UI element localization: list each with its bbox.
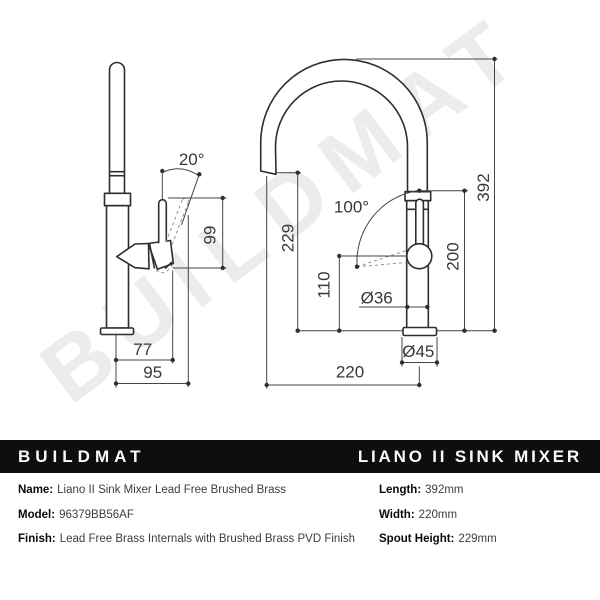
side-cartridge-notch	[164, 261, 173, 270]
spec-label: Finish:	[18, 533, 56, 546]
side-spout-nozzle	[115, 242, 150, 270]
dim-label-swivel-angle: 100°	[334, 198, 369, 217]
spec-value: 392mm	[425, 484, 464, 496]
front-view-faucet	[259, 58, 438, 337]
spec-label: Name:	[18, 484, 54, 496]
dim-label-handle-reach: 95	[143, 363, 162, 382]
title-banner: BUILDMAT LIANO II SINK MIXER	[0, 440, 600, 473]
dim-body-height: 200	[417, 188, 468, 333]
dim-base-diameter: Ø45	[399, 337, 440, 367]
dim-base-widths: 77 95	[113, 215, 191, 388]
spec-row-finish: Finish:Lead Free Brass Internals with Br…	[18, 527, 355, 552]
spec-label: Length:	[379, 484, 422, 496]
side-view-faucet	[99, 61, 189, 336]
spec-value: 229mm	[458, 533, 497, 546]
dim-handle-angle: 20°	[160, 150, 205, 226]
side-cartridge-line	[148, 243, 156, 269]
brand-name: BUILDMAT	[18, 446, 146, 466]
dim-label-spout-height: 229	[279, 224, 298, 252]
dim-body-diameter: Ø36	[359, 289, 430, 310]
dim-spout-reach: 220	[264, 176, 422, 389]
dim-label-aerator-height: 110	[315, 271, 334, 298]
spec-row-model: Model:96379BB56AF	[18, 503, 355, 528]
dim-swivel-angle: 100°	[334, 190, 419, 269]
spec-label: Spout Height:	[379, 533, 455, 546]
spec-label: Width:	[379, 508, 415, 521]
dim-label-handle-height: 99	[201, 226, 220, 245]
spec-value: 96379BB56AF	[59, 508, 134, 521]
spec-row-width: Width:220mm	[379, 503, 497, 528]
front-view-dimensions: 100° 229 110 Ø	[264, 56, 498, 389]
side-handle-lever	[157, 198, 168, 244]
spec-row-length: Length:392mm	[379, 478, 497, 503]
technical-drawing: 20° 99 77	[99, 56, 498, 389]
dim-label-total-height: 392	[474, 173, 493, 201]
dim-label-body-height: 200	[444, 242, 463, 270]
dim-label-body-offset: 77	[133, 340, 152, 359]
dim-label-body-diameter: Ø36	[361, 289, 393, 308]
dim-aerator-height: 110	[315, 253, 407, 333]
dim-spout-height: 229	[276, 170, 301, 333]
front-ball-joint	[405, 242, 433, 270]
spec-label: Model:	[18, 508, 56, 521]
side-lever-tilted-dashed	[155, 197, 189, 274]
dim-total-height: 392	[356, 56, 498, 333]
spec-list-right: Length:392mm Width:220mm Spout Height:22…	[379, 478, 497, 552]
side-body	[105, 204, 130, 329]
spec-value: Lead Free Brass Internals with Brushed B…	[59, 533, 355, 546]
front-base-flange	[402, 326, 438, 337]
dim-label-handle-angle: 20°	[179, 150, 205, 169]
spec-row-spout-height: Spout Height:229mm	[379, 527, 497, 552]
spec-list-left: Name:Liano II Sink Mixer Lead Free Brush…	[18, 478, 355, 552]
front-handle-lever	[415, 198, 425, 246]
dim-label-base-diameter: Ø45	[402, 342, 434, 361]
spec-value: 220mm	[418, 508, 458, 521]
spec-row-name: Name:Liano II Sink Mixer Lead Free Brush…	[18, 478, 355, 503]
dim-handle-height: 99	[168, 195, 227, 271]
side-collar	[103, 192, 132, 207]
front-gooseneck-spout	[259, 58, 429, 193]
product-name: LIANO II SINK MIXER	[357, 446, 582, 466]
side-base-flange	[99, 327, 135, 336]
spec-value: Liano II Sink Mixer Lead Free Brushed Br…	[57, 484, 286, 496]
dim-label-spout-reach: 220	[336, 363, 364, 382]
side-spout-tube	[108, 61, 126, 194]
side-view-dimensions: 20° 99 77	[113, 150, 227, 388]
